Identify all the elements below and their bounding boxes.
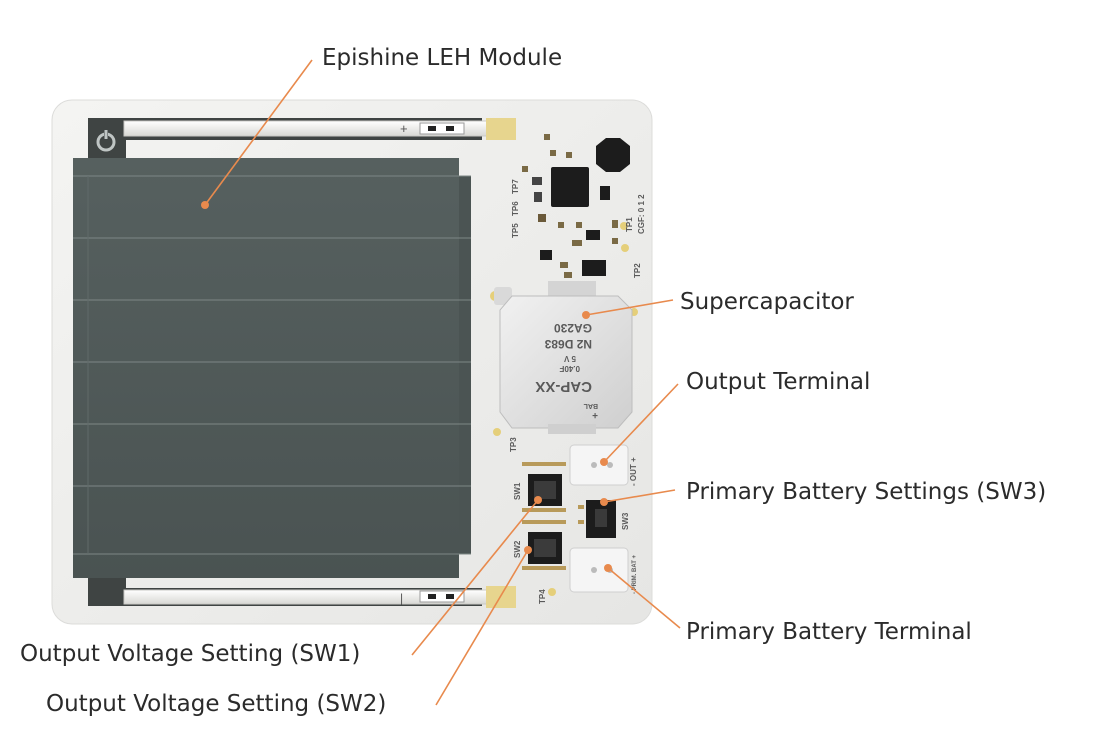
leader-lines [204,59,681,706]
leader-output-terminal [603,383,679,463]
tp6-label: TP6 [511,201,520,216]
cap-bal: BAL [583,402,598,409]
tp5-label: TP5 [511,223,520,238]
leader-dots [201,201,612,572]
callout-module: Epishine LEH Module [322,45,563,71]
tp4-label: TP4 [538,589,547,604]
leader-supercap [585,299,674,316]
leader-sw2 [435,549,529,706]
tp3-label: TP3 [509,437,518,452]
primary-battery-terminal: - PRIM. BAT + [569,547,638,594]
sw1-label: SW1 [513,482,522,500]
tp1-label: TP1 [625,217,634,232]
output-terminal: - OUT + [569,444,638,486]
sw2-switch: SW2 [513,520,566,570]
smd-components [522,134,630,278]
sw1-switch: SW1 [513,462,566,512]
callout-supercapacitor: Supercapacitor [680,289,854,315]
leader-sw1 [411,499,539,656]
cap-model-1: N2 D683 [544,337,592,351]
callout-sw2: Output Voltage Setting (SW2) [46,691,387,717]
sw3-switch: SW3 [578,500,630,538]
tp7-label: TP7 [511,179,520,194]
leader-sw3 [603,489,676,503]
solar-panel [73,158,459,578]
minus-label: | [400,591,403,605]
out-label: - OUT + [629,457,638,486]
callout-primary-battery-settings: Primary Battery Settings (SW3) [686,479,1047,505]
cap-capacitance: 0.40F [559,364,580,373]
callout-primary-battery-terminal: Primary Battery Terminal [686,619,972,645]
sw3-label: SW3 [621,512,630,530]
supercapacitor: BAL CAP-XX 0.40F 5 V N2 D683 GA230 + [494,281,633,434]
bat-label: - PRIM. BAT + [632,554,638,594]
callout-output-terminal: Output Terminal [686,369,871,395]
tp2-label: TP2 [633,263,642,278]
cap-voltage: 5 V [563,354,576,363]
callout-sw1: Output Voltage Setting (SW1) [20,641,361,667]
panel-cell-lines [73,175,471,555]
cap-polarity: + [592,409,598,420]
cap-model-2: GA230 [554,321,592,335]
cgf-label: CGF: 0 1 2 [637,194,646,234]
cap-brand: CAP-XX [535,378,592,395]
leader-primary-battery-terminal [607,567,681,629]
power-icon [96,128,116,152]
sw2-label: SW2 [513,540,522,558]
plus-label: + [400,121,408,136]
leader-module [204,59,313,206]
